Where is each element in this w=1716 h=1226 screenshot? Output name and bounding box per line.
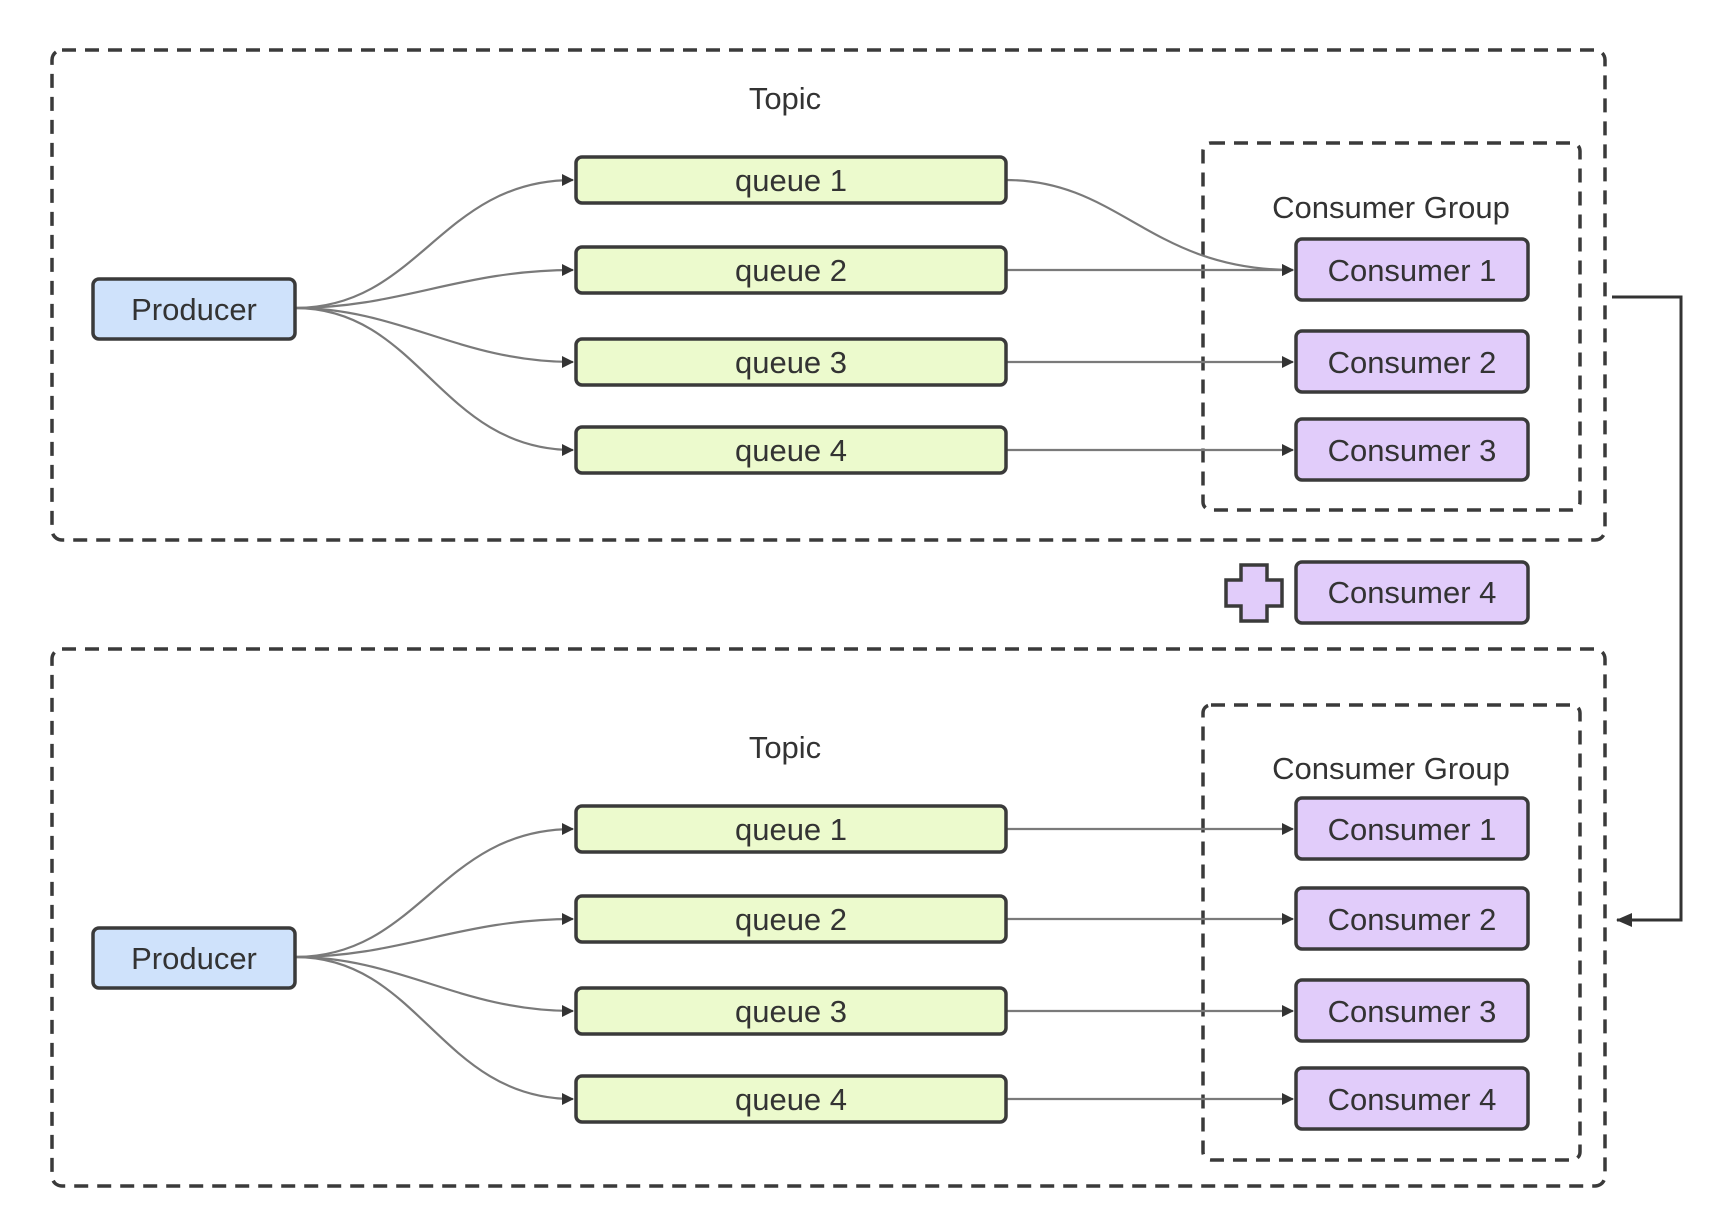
edge-producer-queue-2 [294, 913, 574, 959]
queue-label: queue 3 [735, 345, 847, 380]
consumer-node: Consumer 3 [1294, 417, 1530, 482]
consumer-label: Consumer 1 [1328, 253, 1497, 288]
edge-producer-queue-4 [294, 955, 574, 1105]
producer-label: Producer [131, 941, 257, 976]
consumer-node: Consumer 1 [1294, 796, 1530, 861]
queue-node: queue 4 [574, 1074, 1008, 1124]
edge-producer-queue-4 [294, 306, 574, 456]
queue-node: queue 1 [574, 804, 1008, 854]
consumer-label: Consumer 1 [1328, 812, 1497, 847]
edge-producer-queue-3 [294, 306, 574, 368]
consumer-label: Consumer 4 [1328, 1082, 1497, 1117]
topic-frame [50, 48, 1607, 542]
edge-producer-queue-2 [294, 264, 574, 310]
queue-label: queue 1 [735, 163, 847, 198]
edge-producer-queue-1 [294, 174, 574, 310]
edge-producer-queue-1 [294, 823, 574, 959]
topic-panel-before: Topic Consumer Group Producer queue 1 qu… [50, 48, 1607, 542]
edge-queue-1-consumer-1 [1005, 178, 1294, 276]
consumer-label: Consumer 4 [1328, 575, 1497, 610]
consumer-node: Consumer 3 [1294, 978, 1530, 1043]
consumer-label: Consumer 2 [1328, 345, 1497, 380]
consumer-node: Consumer 2 [1294, 329, 1530, 394]
producer-node: Producer [91, 277, 297, 341]
added-consumer: Consumer 4 [1224, 560, 1530, 625]
queue-node: queue 2 [574, 245, 1008, 295]
queue-label: queue 3 [735, 994, 847, 1029]
consumer-label: Consumer 2 [1328, 902, 1497, 937]
topic-title: Topic [749, 730, 821, 765]
queue-node: queue 1 [574, 155, 1008, 205]
edge-producer-queue-3 [294, 955, 574, 1017]
queue-label: queue 2 [735, 902, 847, 937]
consumer-label: Consumer 3 [1328, 994, 1497, 1029]
consumer-node: Consumer 4 [1294, 1066, 1530, 1131]
consumer-node: Consumer 4 [1294, 560, 1530, 625]
plus-icon [1224, 563, 1284, 623]
rebalance-arrow [1612, 295, 1683, 927]
queue-label: queue 4 [735, 1082, 847, 1117]
queue-node: queue 4 [574, 425, 1008, 475]
consumer-group-title: Consumer Group [1272, 190, 1510, 225]
topic-frame [50, 647, 1607, 1188]
queue-node: queue 3 [574, 337, 1008, 387]
queue-node: queue 2 [574, 894, 1008, 944]
producer-node: Producer [91, 926, 297, 990]
consumer-node: Consumer 2 [1294, 886, 1530, 951]
queue-label: queue 2 [735, 253, 847, 288]
consumer-group-title: Consumer Group [1272, 751, 1510, 786]
consumer-node: Consumer 1 [1294, 237, 1530, 302]
producer-label: Producer [131, 292, 257, 327]
consumer-label: Consumer 3 [1328, 433, 1497, 468]
queue-label: queue 1 [735, 812, 847, 847]
queue-node: queue 3 [574, 986, 1008, 1036]
topic-title: Topic [749, 81, 821, 116]
queue-label: queue 4 [735, 433, 847, 468]
topic-panel-after: Topic Consumer Group Producer queue 1 qu… [50, 647, 1607, 1188]
